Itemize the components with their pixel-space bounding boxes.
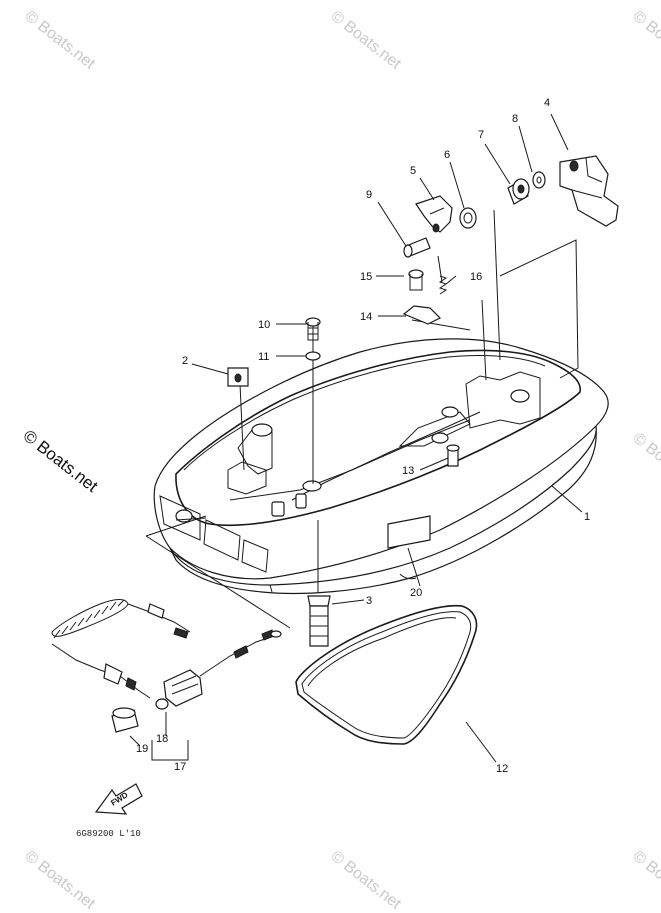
callout-15: 15 [360, 271, 372, 283]
callout-16: 16 [470, 271, 482, 283]
fwd-arrow: FWD [94, 783, 143, 815]
callout-2: 2 [182, 355, 188, 367]
callout-3: 3 [366, 595, 372, 607]
callout-11: 11 [258, 351, 269, 363]
bottom-cowling [153, 338, 609, 595]
callout-18: 18 [156, 733, 168, 745]
callout-7: 7 [478, 129, 484, 141]
part-8-washer [532, 171, 546, 189]
callout-1: 1 [584, 511, 590, 523]
part-2-clip [227, 367, 249, 387]
part-4-bracket [559, 155, 619, 227]
callout-leaders [191, 113, 583, 763]
part-15-screw [408, 269, 424, 291]
part-10-bolt [305, 317, 321, 341]
drawing-code: 6G89200 L'10 [76, 829, 141, 839]
part-16-spring [438, 275, 448, 295]
part-7-grommet [507, 178, 530, 205]
part-6-grommet [459, 207, 477, 229]
callout-8: 8 [512, 113, 518, 125]
watermark-top-center: © Boats.net [328, 8, 405, 73]
callout-10: 10 [258, 319, 270, 331]
callout-13: 13 [402, 465, 414, 477]
part-5-lever [415, 195, 453, 233]
watermark-bottom-right: © Boats.net [630, 848, 661, 913]
part-13-fitting [446, 444, 460, 467]
part-14-plate [402, 305, 442, 325]
callout-19: 19 [136, 743, 148, 755]
part-11-washer [305, 351, 321, 361]
callout-9: 9 [366, 189, 372, 201]
callout-17: 17 [174, 761, 186, 773]
callout-4: 4 [544, 97, 550, 109]
watermark-mid-right: © Boats.net [630, 430, 661, 495]
watermark-top-left: © Boats.net [22, 8, 99, 73]
watermark-top-right: © Boats.net [630, 8, 661, 73]
part-3-grommet [307, 595, 331, 647]
brand-label: © Boats.net [20, 426, 102, 496]
callout-20: 20 [410, 587, 422, 599]
callout-14: 14 [360, 311, 372, 323]
kill-switch-assembly [51, 599, 282, 761]
watermark-bottom-left: © Boats.net [22, 848, 99, 913]
part-12-gasket [295, 604, 478, 745]
watermark-bottom-center: © Boats.net [328, 848, 405, 913]
callout-6: 6 [444, 149, 450, 161]
callout-5: 5 [410, 165, 416, 177]
callout-12: 12 [496, 763, 508, 775]
part-9-bolt [403, 237, 431, 258]
